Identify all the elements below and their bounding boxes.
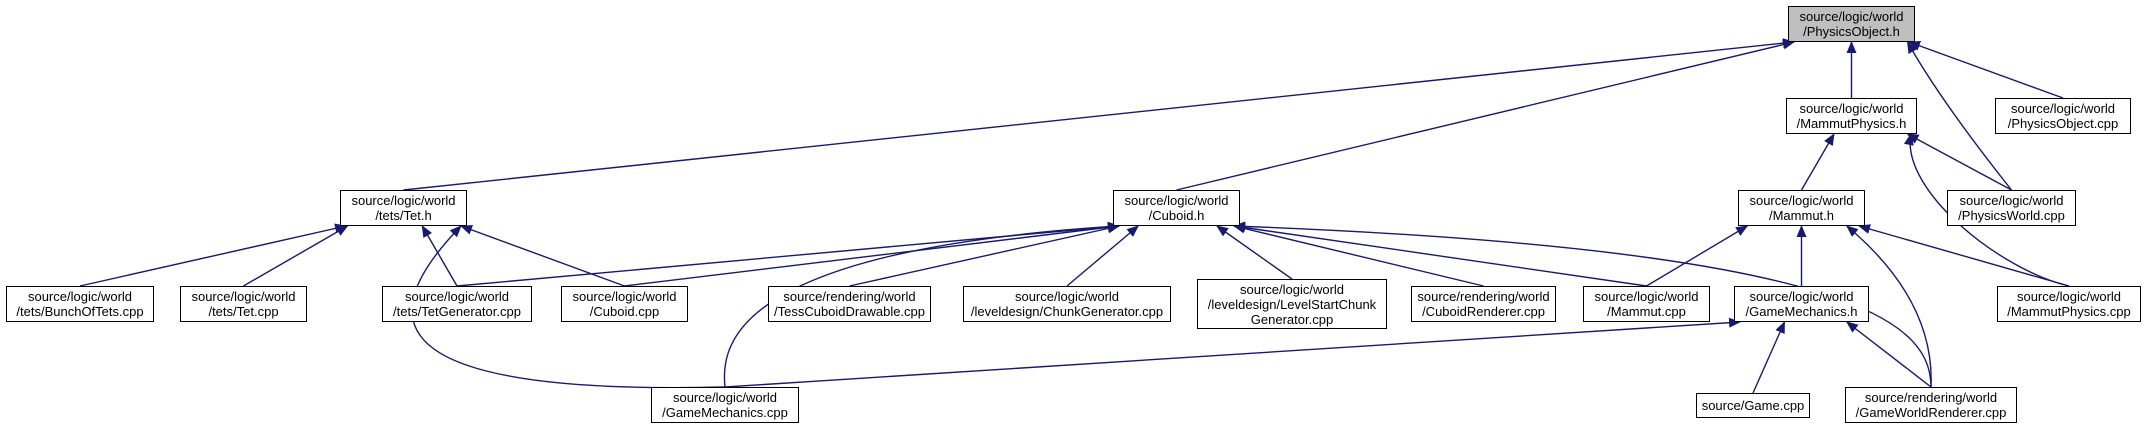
node-label-line: /leveldesign/ChunkGenerator.cpp [970,304,1164,319]
edge-cuboid_h-to-mammut_cpp [1233,222,1647,287]
node-label-line: source/logic/world [1749,193,1854,208]
node-tet-cpp[interactable]: source/logic/world /tets/Tet.cpp [180,286,307,322]
node-label-line: source/logic/world [1124,193,1229,208]
node-label-line: source/logic/world [1749,289,1854,304]
edge-tet_h-to-gamemechanics_cpp [411,225,726,389]
node-physicsworld-cpp[interactable]: source/logic/world /PhysicsWorld.cpp [1947,190,2076,226]
node-label-line: source/rendering/world [1417,289,1550,304]
edge-cuboid_h-to-levelstartchunkgenerator_cpp [1216,225,1293,280]
node-label-line: source/logic/world [404,289,510,304]
edge-cuboid_h-to-chunkgenerator_cpp [1066,225,1139,287]
node-label-line: /CuboidRenderer.cpp [1422,304,1545,319]
node-label-line: source/logic/world [1799,101,1904,116]
node-levelstartchunkgenerator-cpp[interactable]: source/logic/world /leveldesign/LevelSta… [1197,279,1387,329]
edge-tet_h-to-bunchoftets_cpp [79,223,347,287]
node-label-line: source/logic/world [2016,289,2122,304]
edge-physicsobject_h-to-physicsobject_cpp [1908,41,2064,99]
node-physicsobject-h[interactable]: source/logic/world /PhysicsObject.h [1788,6,1915,42]
edge-gamemechanics_h-to-gamemechanics_cpp [724,317,1741,388]
node-label-line: Generator.cpp [1250,311,1334,327]
node-label-line: /PhysicsObject.cpp [2007,116,2119,131]
edge-tet_h-to-tetgenerator_cpp [421,225,458,287]
edge-tet_h-to-cuboid_cpp [460,225,625,287]
node-label-line: /TessCuboidDrawable.cpp [773,304,926,319]
node-label-line: /tets/BunchOfTets.cpp [16,304,144,319]
edge-physicsobject_h-to-physicsworld_cpp [1906,41,2013,191]
edge-cuboid_h-to-tesscuboiddrawable_cpp [849,223,1120,287]
edge-mammutphysics_h-to-mammut_h [1800,133,1835,191]
node-mammut-h[interactable]: source/logic/world /Mammut.h [1738,190,1865,226]
node-label-line: source/logic/world [1014,289,1120,304]
node-label-line: source/logic/world [351,193,456,208]
edge-cuboid_h-to-cuboidrenderer_cpp [1233,223,1484,287]
edge-gamemechanics_h-to-game_cpp [1752,321,1786,394]
node-bunchoftets-cpp[interactable]: source/logic/world /tets/BunchOfTets.cpp [6,286,154,322]
node-cuboid-h[interactable]: source/logic/world /Cuboid.h [1113,190,1240,226]
node-label-line: /Mammut.cpp [1607,304,1686,319]
edge-mammutphysics_h-to-physicsworld_cpp [1906,133,2012,191]
node-label-line: source/logic/world [672,390,778,405]
node-label-line: /MammutPhysics.cpp [2007,304,2131,319]
node-mammutphysics-h[interactable]: source/logic/world /MammutPhysics.h [1786,98,1917,134]
node-label-line: /tets/TetGenerator.cpp [393,304,521,319]
edge-mammut_h-to-mammutphysics_cpp [1858,224,2070,287]
node-label-line: /tets/Tet.h [375,208,432,223]
node-physicsobject-cpp[interactable]: source/logic/world /PhysicsObject.cpp [1995,98,2131,134]
edge-tet_h-to-tet_cpp [243,225,349,287]
node-label-line: /GameWorldRenderer.cpp [1855,405,2007,420]
edge-cuboid_h-to-cuboid_cpp [624,222,1120,287]
node-label-line: /Cuboid.h [1148,208,1205,223]
node-tetgenerator-cpp[interactable]: source/logic/world /tets/TetGenerator.cp… [382,286,532,322]
node-label-line: /PhysicsObject.h [1803,24,1900,39]
node-label-line: /tets/Tet.cpp [208,304,279,319]
node-label-line: /GameMechanics.cpp [662,405,788,420]
node-mammut-cpp[interactable]: source/logic/world /Mammut.cpp [1583,286,1710,322]
node-game-cpp[interactable]: source/Game.cpp [1696,393,1810,418]
node-label-line: /GameMechanics.h [1745,304,1858,319]
edge-gamemechanics_h-to-gameworldrenderer_cpp [1846,321,1932,388]
node-label-line: /MammutPhysics.h [1796,116,1907,131]
node-tesscuboiddrawable-cpp[interactable]: source/rendering/world /TessCuboidDrawab… [768,286,931,322]
node-label-line: source/logic/world [191,289,296,304]
node-mammutphysics-cpp[interactable]: source/logic/world /MammutPhysics.cpp [1997,286,2141,322]
node-gameworldrenderer-cpp[interactable]: source/rendering/world /GameWorldRendere… [1845,387,2017,423]
node-cuboidrenderer-cpp[interactable]: source/rendering/world /CuboidRenderer.c… [1411,286,1556,322]
node-gamemechanics-cpp[interactable]: source/logic/world /GameMechanics.cpp [651,387,799,423]
node-label-line: source/logic/world [1594,289,1699,304]
node-cuboid-cpp[interactable]: source/logic/world /Cuboid.cpp [561,286,688,322]
node-label-line: source/logic/world [1239,281,1345,297]
node-label-line: source/logic/world [1959,193,2064,208]
edge-physicsobject_h-to-tet_h [403,38,1795,191]
node-label-line: /Cuboid.cpp [589,304,660,319]
node-label-line: source/rendering/world [783,289,916,304]
edge-mammut_h-to-gameworldrenderer_cpp [1846,225,1932,388]
node-gamemechanics-h[interactable]: source/logic/world /GameMechanics.h [1734,286,1869,322]
node-label-line: source/Game.cpp [1701,398,1805,413]
node-chunkgenerator-cpp[interactable]: source/logic/world /leveldesign/ChunkGen… [963,286,1171,322]
node-label-line: source/logic/world [1799,9,1904,24]
node-label-line: /Mammut.h [1768,208,1834,223]
node-label-line: source/logic/world [2010,101,2116,116]
node-label-line: source/logic/world [572,289,677,304]
node-label-line: /leveldesign/LevelStartChunk [1207,296,1377,312]
node-label-line: source/logic/world [27,289,133,304]
node-tet-h[interactable]: source/logic/world /tets/Tet.h [340,190,467,226]
edge-mammut_h-to-mammut_cpp [1646,225,1749,287]
node-label-line: source/rendering/world [1864,390,1998,405]
edge-physicsobject_h-to-cuboid_h [1176,39,1795,191]
node-label-line: /PhysicsWorld.cpp [1958,208,2065,223]
